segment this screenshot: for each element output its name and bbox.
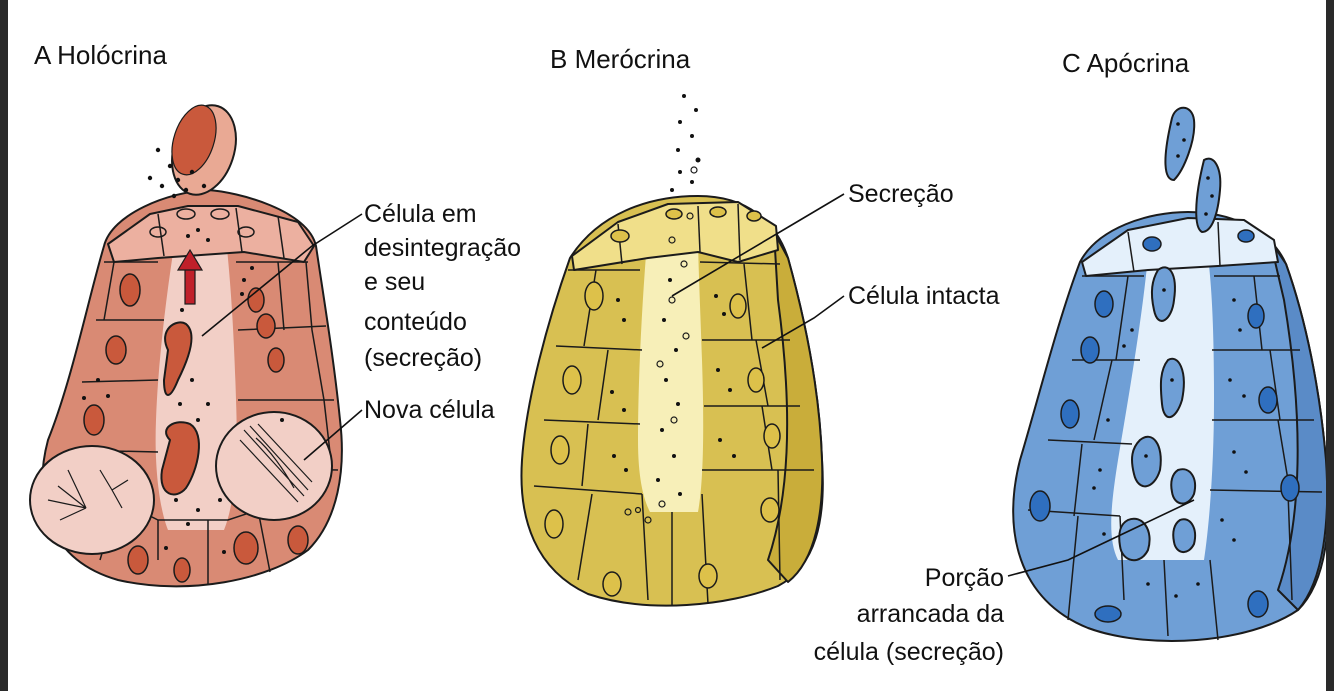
leader-secretion [671,193,845,297]
panel-a-title: A Holócrina [34,40,167,70]
apocrine-secretion-dots [1092,122,1248,598]
label-torn-portion-2: arrancada da [857,600,1004,628]
upward-arrow-icon [176,248,204,305]
label-disintegrating-cell-4: conteúdo [364,308,467,336]
apocrine-detached-portions [1118,106,1222,561]
holocrine-secretion-dots [82,147,284,554]
label-disintegrating-cell-5: (secreção) [364,344,482,372]
panel-a-labels: Célula em desintegração e seu conteúdo (… [201,200,521,461]
merocrine-lumen [638,230,704,512]
label-disintegrating-cell-3: e seu [364,268,425,296]
panel-c-title: C Apócrina [1062,48,1190,78]
leader-intact-cell [761,295,845,349]
apocrine-apical-cells [1081,217,1279,277]
label-new-cell: Nova célula [364,396,495,424]
panel-c-labels: Porção arrancada da célula (secreção) [814,499,1195,666]
panel-b-title: B Merócrina [550,44,691,74]
holocrine-nuclei [83,273,309,583]
panel-holocrine: A Holócrina [29,40,343,588]
panel-apocrine: C Apócrina [1012,48,1326,642]
label-intact-cell: Célula intacta [848,282,1000,310]
gland-secretion-diagram: A Holócrina [29,40,1326,666]
holocrine-disintegrating-cell [163,321,193,396]
label-disintegrating-cell-1: Célula em [364,200,477,228]
figure-canvas: A Holócrina [8,0,1326,691]
merocrine-apical-cells [571,201,779,271]
label-torn-portion-3: célula (secreção) [814,638,1004,666]
label-secretion: Secreção [848,180,954,208]
panel-merocrine: B Merócrina [520,44,824,607]
label-torn-portion-1: Porção [925,564,1004,592]
leader-new-cell [303,409,363,461]
merocrine-nuclei [544,206,781,597]
leader-torn-portion [1007,499,1195,577]
merocrine-secretion-particles [610,94,736,524]
leader-disintegrating-cell [201,213,363,337]
label-disintegrating-cell-2: desintegração [364,234,521,262]
apocrine-nuclei [1029,229,1300,623]
panel-b-labels: Secreção Célula intacta [671,180,1000,349]
holocrine-new-cell-mitosis [215,411,333,521]
